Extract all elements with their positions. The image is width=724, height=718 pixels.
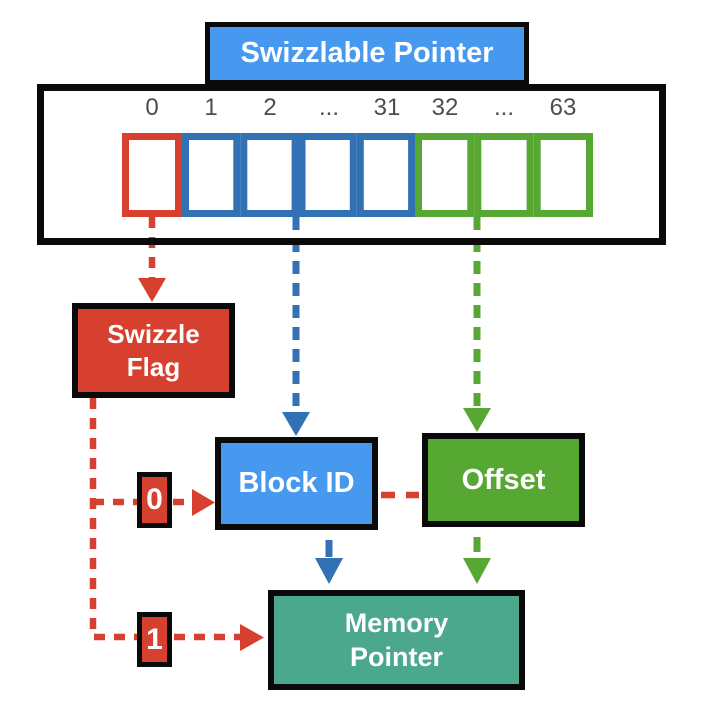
title-label: Swizzlable Pointer [240, 37, 494, 69]
arrow-bit0-to-swizzle-flag [138, 217, 166, 302]
offset-node: Offset [422, 433, 585, 527]
bit-index-label: ... [493, 94, 515, 121]
flag-one-label: 1 [146, 622, 163, 656]
offset-label: Offset [461, 463, 546, 496]
memory-pointer-label-line1: Memory [344, 608, 449, 638]
arrow-block-id-to-memory-pointer [315, 540, 343, 584]
swizzle-flag-label-line1: Swizzle [107, 318, 200, 349]
arrow-offset-to-memory-pointer [463, 537, 491, 584]
swizzle-flag-label-line2: Flag [126, 351, 181, 382]
bit-index-label: 63 [549, 94, 577, 121]
bit-cells-block-id [182, 133, 416, 217]
arrow-bits-to-offset [463, 217, 491, 432]
block-id-label: Block ID [238, 467, 355, 499]
bit-index-label: ... [318, 94, 340, 121]
bit-cells-offset [415, 133, 594, 217]
bit-index-label: 2 [263, 94, 277, 121]
memory-pointer-label-line2: Pointer [349, 642, 443, 672]
pointer-bitfield-container [37, 84, 666, 245]
flag-value-zero-badge: 0 [137, 472, 172, 528]
swizzlable-pointer-title: Swizzlable Pointer [205, 22, 529, 85]
arrow-bits-to-block-id [282, 217, 310, 436]
flag-zero-label: 0 [146, 483, 163, 516]
bit-index-label: 31 [373, 94, 401, 121]
block-id-node: Block ID [215, 437, 378, 530]
arrow-swizzle-flag-to-memory-pointer [89, 398, 264, 651]
bit-index-label: 0 [145, 94, 159, 121]
swizzle-flag-node: Swizzle Flag [72, 303, 235, 398]
bit-index-label: 32 [431, 94, 459, 121]
bit-index-label: 1 [204, 94, 218, 121]
memory-pointer-node: Memory Pointer [268, 590, 525, 690]
flag-value-one-badge: 1 [137, 612, 172, 667]
bit-cell-swizzle [122, 133, 182, 217]
